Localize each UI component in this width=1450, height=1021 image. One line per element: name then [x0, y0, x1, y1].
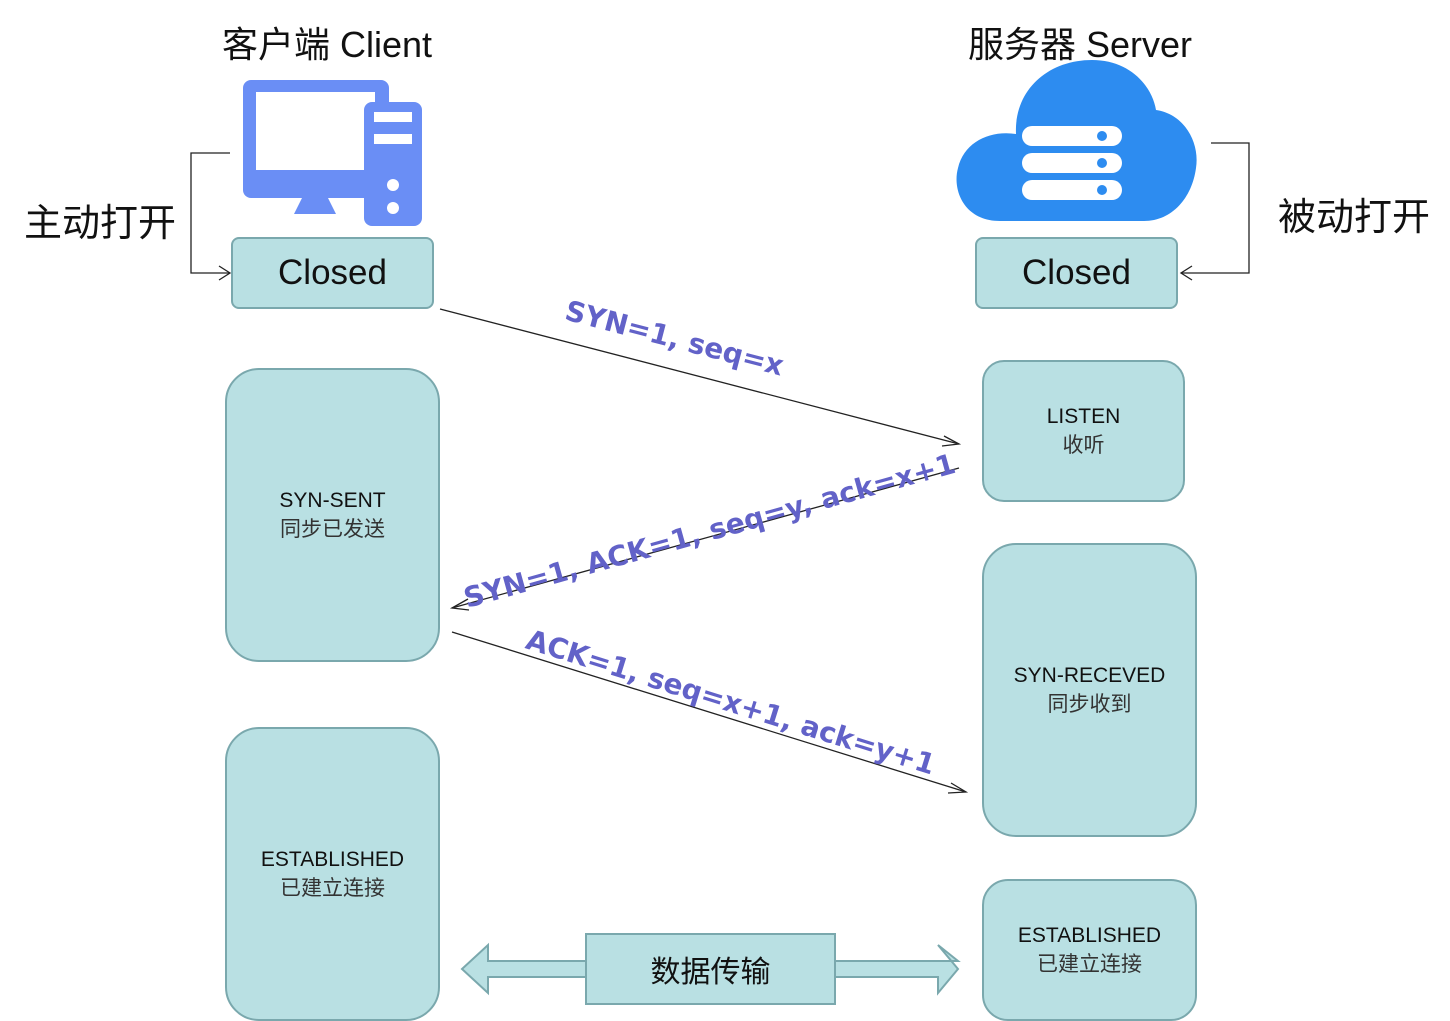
server-listen-state: LISTEN 收听 — [982, 360, 1185, 502]
active-open-label: 主动打开 — [24, 201, 177, 245]
client-title: 客户端 Client — [222, 24, 433, 65]
syn-sent-label: SYN-SENT — [279, 489, 386, 512]
server-established-cn-label: 已建立连接 — [1037, 952, 1142, 976]
syn-ack-arrow-line — [451, 467, 960, 609]
data-transfer-box: 数据传输 — [585, 933, 836, 1005]
server-closed-label: Closed — [1022, 253, 1131, 292]
cloud-server-icon — [956, 60, 1197, 221]
listen-label: LISTEN — [1046, 405, 1121, 428]
active-open-bracket — [190, 152, 230, 274]
client-established-state: ESTABLISHED 已建立连接 — [225, 727, 440, 1021]
data-transfer-label: 数据传输 — [650, 955, 771, 990]
client-established-label: ESTABLISHED — [260, 848, 405, 871]
computer-icon — [243, 80, 422, 226]
server-established-state: ESTABLISHED 已建立连接 — [982, 879, 1197, 1021]
active-open-arrowhead — [218, 265, 232, 281]
syn-arrowhead — [941, 435, 962, 447]
server-established-label: ESTABLISHED — [1017, 924, 1162, 947]
syn-sent-cn-label: 同步已发送 — [280, 517, 385, 541]
syn-arrow-line — [439, 308, 960, 445]
client-closed-state: Closed — [231, 237, 434, 309]
client-closed-label: Closed — [278, 253, 387, 292]
passive-open-label: 被动打开 — [1278, 195, 1431, 239]
ack-arrow-line — [451, 631, 967, 793]
syn-received-label: SYN-RECEVED — [1013, 664, 1166, 687]
server-syn-received-state: SYN-RECEVED 同步收到 — [982, 543, 1197, 837]
listen-cn-label: 收听 — [1062, 433, 1105, 457]
syn-received-cn-label: 同步收到 — [1047, 692, 1132, 716]
ack-arrowhead — [947, 782, 969, 794]
server-title: 服务器 Server — [968, 24, 1193, 65]
syn-ack-arrowhead — [449, 598, 470, 611]
passive-open-arrowhead — [1179, 265, 1193, 281]
client-syn-sent-state: SYN-SENT 同步已发送 — [225, 368, 440, 662]
client-established-cn-label: 已建立连接 — [280, 876, 385, 900]
server-closed-state: Closed — [975, 237, 1178, 309]
passive-open-bracket — [1181, 142, 1250, 274]
